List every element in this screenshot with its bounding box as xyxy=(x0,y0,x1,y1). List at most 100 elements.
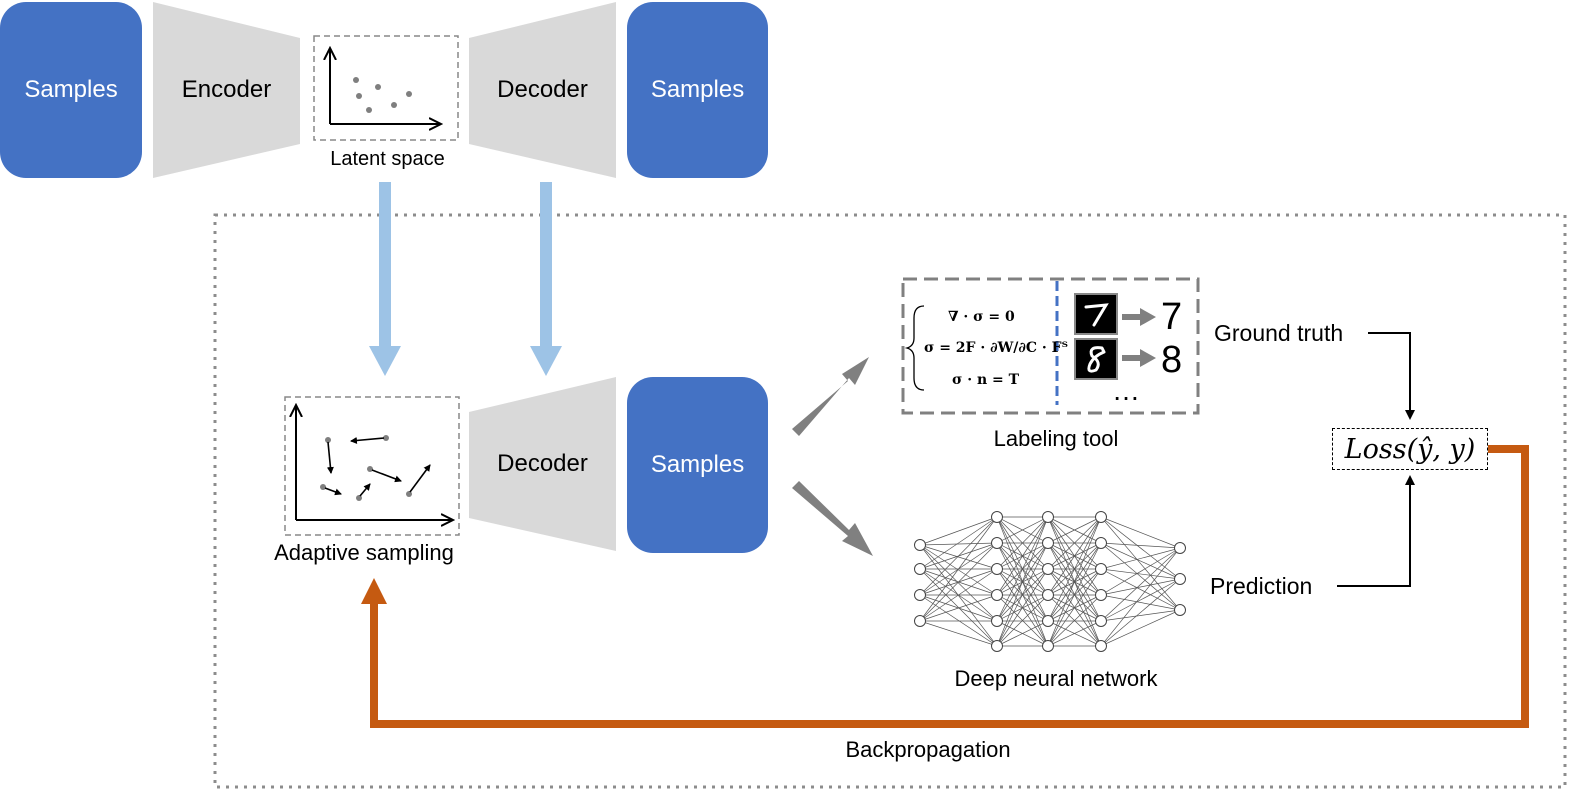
nn-edge xyxy=(1047,594,1102,647)
nn-edge xyxy=(996,516,1049,647)
nn-edge xyxy=(919,516,998,546)
nn-node xyxy=(1095,589,1107,601)
nn-edge xyxy=(996,594,1049,647)
nn-edge xyxy=(1100,516,1181,549)
nn-edge xyxy=(1047,516,1102,544)
backpropagation-label: Backpropagation xyxy=(845,737,1011,762)
loop-frame xyxy=(213,213,1567,789)
nn-edge xyxy=(1047,516,1102,596)
nn-edge xyxy=(1047,516,1102,647)
flow-arrow-left xyxy=(369,182,401,376)
nn-edge xyxy=(1047,542,1102,647)
nn-edge xyxy=(1100,609,1181,622)
adaptive-points xyxy=(320,435,412,501)
digit-image-seven xyxy=(1074,293,1118,335)
nn-node xyxy=(1042,589,1054,601)
nn-edge xyxy=(919,620,998,647)
nn-edge xyxy=(1100,516,1181,580)
nn-edge xyxy=(919,516,998,570)
nn-edge xyxy=(1100,516,1181,611)
nn-node xyxy=(914,539,926,551)
nn-edge xyxy=(1100,547,1181,647)
latent-points xyxy=(353,77,412,113)
nn-edge xyxy=(1100,542,1181,611)
nn-edge xyxy=(919,542,998,622)
nn-edge xyxy=(996,516,1049,596)
encoder-trapezoid xyxy=(153,2,300,178)
decoder-label-top: Decoder xyxy=(497,76,588,103)
nn-edge xyxy=(996,516,1049,622)
nn-edge xyxy=(919,516,998,622)
latent-space-caption: Latent space xyxy=(330,148,445,170)
nn-node xyxy=(1095,640,1107,652)
samples-box-top-left: Samples xyxy=(0,2,142,178)
samples-label: Samples xyxy=(24,76,118,103)
prediction-label: Prediction xyxy=(1210,573,1313,599)
loss-function-box: Loss(ŷ, y) xyxy=(1332,428,1488,470)
loss-label: Loss(ŷ, y) xyxy=(1344,433,1476,465)
nn-node xyxy=(1042,563,1054,575)
nn-edge xyxy=(996,516,1049,570)
digit-image-eight xyxy=(1074,338,1118,380)
nn-edge xyxy=(1100,609,1181,647)
nn-edge xyxy=(1100,568,1181,580)
adaptive-vectors xyxy=(324,436,431,497)
decoder-label-bottom: Decoder xyxy=(497,450,588,477)
nn-node xyxy=(1042,640,1054,652)
nn-edge xyxy=(1100,578,1181,647)
nn-node xyxy=(914,615,926,627)
nn-edge xyxy=(919,594,998,647)
flow-arrow-right xyxy=(530,182,562,376)
adaptive-sampling-caption: Adaptive sampling xyxy=(274,540,454,565)
nn-edge xyxy=(1100,542,1181,549)
equation-traction: σ · n = T xyxy=(952,372,1020,388)
nn-edge xyxy=(919,516,998,596)
nn-node xyxy=(991,511,1003,523)
nn-edge xyxy=(1100,547,1181,570)
nn-edge xyxy=(919,544,998,647)
encoder-label: Encoder xyxy=(181,76,272,103)
nn-node xyxy=(1095,615,1107,627)
samples-label: Samples xyxy=(650,76,745,103)
nn-edge xyxy=(1100,542,1181,580)
label-seven: 7 xyxy=(1161,296,1183,338)
equation-divergence: ∇ · σ = 0 xyxy=(948,309,1015,325)
nn-node xyxy=(991,640,1003,652)
nn-edge xyxy=(919,544,998,596)
nn-node xyxy=(914,563,926,575)
dnn-caption: Deep neural network xyxy=(954,666,1158,691)
nn-edge xyxy=(919,568,998,622)
samples-box-top-right: Samples xyxy=(627,2,768,178)
nn-edge xyxy=(1047,516,1102,570)
nn-edge xyxy=(1100,594,1181,611)
nn-node xyxy=(1174,604,1186,616)
nn-node xyxy=(1042,537,1054,549)
latent-space-frame xyxy=(313,35,459,141)
nn-node xyxy=(991,589,1003,601)
nn-edge xyxy=(1047,620,1102,647)
nn-edge xyxy=(919,544,998,622)
samples-box-bottom: Samples xyxy=(627,377,768,553)
nn-node xyxy=(1042,615,1054,627)
ground-truth-label: Ground truth xyxy=(1214,320,1344,346)
neural-network-graphic xyxy=(914,511,1186,652)
decoder-trapezoid-bottom xyxy=(469,377,616,551)
equation-stress: σ = 2F · ∂W/∂C · Fᵀ xyxy=(924,340,1068,356)
nn-edge xyxy=(996,568,1049,647)
nn-edge xyxy=(1100,547,1181,622)
nn-edge xyxy=(996,620,1049,647)
nn-node xyxy=(1095,537,1107,549)
adaptive-sampling-frame xyxy=(284,396,460,536)
nn-edge xyxy=(1100,578,1181,622)
nn-node xyxy=(1095,511,1107,523)
nn-node xyxy=(1095,563,1107,575)
backprop-path xyxy=(361,445,1529,728)
labeling-tool-frame xyxy=(901,277,1200,415)
label-eight: 8 xyxy=(1161,339,1183,381)
nn-edge xyxy=(919,568,998,647)
nn-edge xyxy=(996,516,1049,544)
nn-node xyxy=(991,537,1003,549)
decoder-trapezoid-top xyxy=(469,2,616,178)
nn-node xyxy=(991,563,1003,575)
